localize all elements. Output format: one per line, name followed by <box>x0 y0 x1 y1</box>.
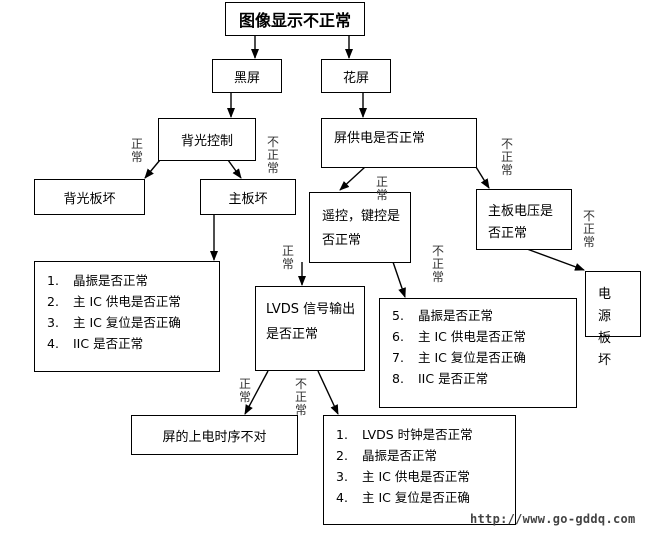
black-screen-text: 黑屏 <box>233 70 260 86</box>
list-item-number: 2. <box>47 294 59 309</box>
list-item-text: 主 IC 复位是否正确 <box>73 315 181 330</box>
list-item-text: LVDS 时钟是否正常 <box>362 427 473 442</box>
screen-power-timing-text: 屏的上电时序不对 <box>162 429 267 445</box>
list-item: 3. 主 IC 供电是否正常 <box>336 466 515 487</box>
list-item-number: 3. <box>47 315 59 330</box>
title-box: 图像显示不正常 <box>225 2 365 36</box>
flower-screen-text: 花屏 <box>342 70 369 86</box>
arrow-remote-to-list-right <box>392 261 406 298</box>
list-item: 1. LVDS 时钟是否正常 <box>336 424 515 445</box>
screen-power-timing-box: 屏的上电时序不对 <box>131 415 298 455</box>
arrow-screenpower-to-remote <box>339 166 366 191</box>
remote-keys-text: 遥控，键控是否正常 <box>322 209 401 248</box>
list-item: 2. 晶振是否正常 <box>336 445 515 466</box>
list-left: 1. 晶振是否正常 2. 主 IC 供电是否正常 3. 主 IC 复位是否正确 4. IIC … <box>47 270 219 354</box>
backlight-control-text: 背光控制 <box>180 134 233 149</box>
lvds-output-text: LVDS 信号输出是否正常 <box>266 302 356 342</box>
watermark-url: http://www.go-gddq.com <box>470 512 636 526</box>
list-item-text: 主 IC 供电是否正常 <box>362 469 470 484</box>
list-item-text: IIC 是否正常 <box>73 336 144 351</box>
main-board-voltage-text: 主板电压是否正常 <box>488 204 554 241</box>
main-board-bad-text: 主板坏 <box>228 191 268 207</box>
label-normal-screenpower: 正 常 <box>375 175 388 202</box>
backlight-control-box: 背光控制 <box>158 118 256 161</box>
list-right: 5. 晶振是否正常 6. 主 IC 供电是否正常 7. 主 IC 复位是否正确 8. IIC … <box>392 305 576 389</box>
list-item-text: 晶振是否正常 <box>362 448 438 463</box>
main-board-voltage-box: 主板电压是否正常 <box>476 189 572 250</box>
list-item-text: 主 IC 复位是否正确 <box>362 490 470 505</box>
list-item-text: 晶振是否正常 <box>418 308 494 323</box>
list-item: 3. 主 IC 复位是否正确 <box>47 312 219 333</box>
label-abnormal-lvds: 不 正 常 <box>294 377 307 417</box>
title-text: 图像显示不正常 <box>238 11 351 30</box>
list-item-text: 主 IC 供电是否正常 <box>73 294 181 309</box>
list-item: 6. 主 IC 供电是否正常 <box>392 326 576 347</box>
arrow-backlight-to-board-bad <box>144 159 161 179</box>
list-item-number: 3. <box>336 469 348 484</box>
label-normal-backlight: 正 常 <box>130 137 143 164</box>
list-item-number: 8. <box>392 371 404 386</box>
list-item-number: 4. <box>47 336 59 351</box>
list-item: 5. 晶振是否正常 <box>392 305 576 326</box>
label-normal-remote: 正 常 <box>281 244 294 271</box>
list-item-text: 晶振是否正常 <box>73 273 149 288</box>
list-item-number: 7. <box>392 350 404 365</box>
arrow-backlight-to-mainboard-bad <box>227 159 242 179</box>
arrow-lvds-to-timing <box>244 370 269 415</box>
remote-keys-box: 遥控，键控是否正常 <box>309 192 411 263</box>
black-screen-box: 黑屏 <box>212 59 282 93</box>
power-board-bad-box: 电源板坏 <box>585 271 641 368</box>
backlight-board-bad-box: 背光板坏 <box>34 179 145 215</box>
label-abnormal-screenpower: 不 正 常 <box>500 137 513 177</box>
list-item-number: 6. <box>392 329 404 344</box>
backlight-board-bad-text: 背光板坏 <box>63 191 116 207</box>
list-item: 1. 晶振是否正常 <box>47 270 219 291</box>
list-left-box: 1. 晶振是否正常 2. 主 IC 供电是否正常 3. 主 IC 复位是否正确 4. IIC … <box>34 261 220 372</box>
list-item-number: 1. <box>47 273 59 288</box>
list-item-text: 主 IC 复位是否正确 <box>418 350 526 365</box>
list-item-number: 5. <box>392 308 404 323</box>
list-item-number: 4. <box>336 490 348 505</box>
label-abnormal-backlight: 不 正 常 <box>266 135 279 175</box>
list-bottom: 1. LVDS 时钟是否正常 2. 晶振是否正常 3. 主 IC 供电是否正常 4. 主 IC… <box>336 424 515 508</box>
label-abnormal-remote: 不 正 常 <box>431 244 444 284</box>
flower-screen-box: 花屏 <box>321 59 391 93</box>
list-right-box: 5. 晶振是否正常 6. 主 IC 供电是否正常 7. 主 IC 复位是否正确 8. IIC … <box>379 298 577 408</box>
label-normal-lvds: 正 常 <box>238 377 251 404</box>
label-abnormal-voltage: 不 正 常 <box>582 209 595 249</box>
list-item: 4. IIC 是否正常 <box>47 333 219 354</box>
list-item: 2. 主 IC 供电是否正常 <box>47 291 219 312</box>
arrow-screenpower-to-voltage <box>475 166 490 189</box>
list-item-number: 1. <box>336 427 348 442</box>
main-board-bad-box: 主板坏 <box>200 179 296 215</box>
list-item-text: IIC 是否正常 <box>418 371 489 386</box>
list-item: 8. IIC 是否正常 <box>392 368 576 389</box>
arrow-voltage-to-power-bad <box>526 248 585 271</box>
list-item: 4. 主 IC 复位是否正确 <box>336 487 515 508</box>
list-item-text: 主 IC 供电是否正常 <box>418 329 526 344</box>
list-item: 7. 主 IC 复位是否正确 <box>392 347 576 368</box>
arrow-lvds-to-list-bottom <box>317 370 339 415</box>
screen-power-text: 屏供电是否正常 <box>334 131 426 146</box>
list-bottom-box: 1. LVDS 时钟是否正常 2. 晶振是否正常 3. 主 IC 供电是否正常 4. 主 IC… <box>323 415 516 525</box>
power-board-bad-text: 电源板坏 <box>598 287 620 368</box>
list-item-number: 2. <box>336 448 348 463</box>
lvds-output-box: LVDS 信号输出是否正常 <box>255 286 365 371</box>
screen-power-box: 屏供电是否正常 <box>321 118 477 168</box>
